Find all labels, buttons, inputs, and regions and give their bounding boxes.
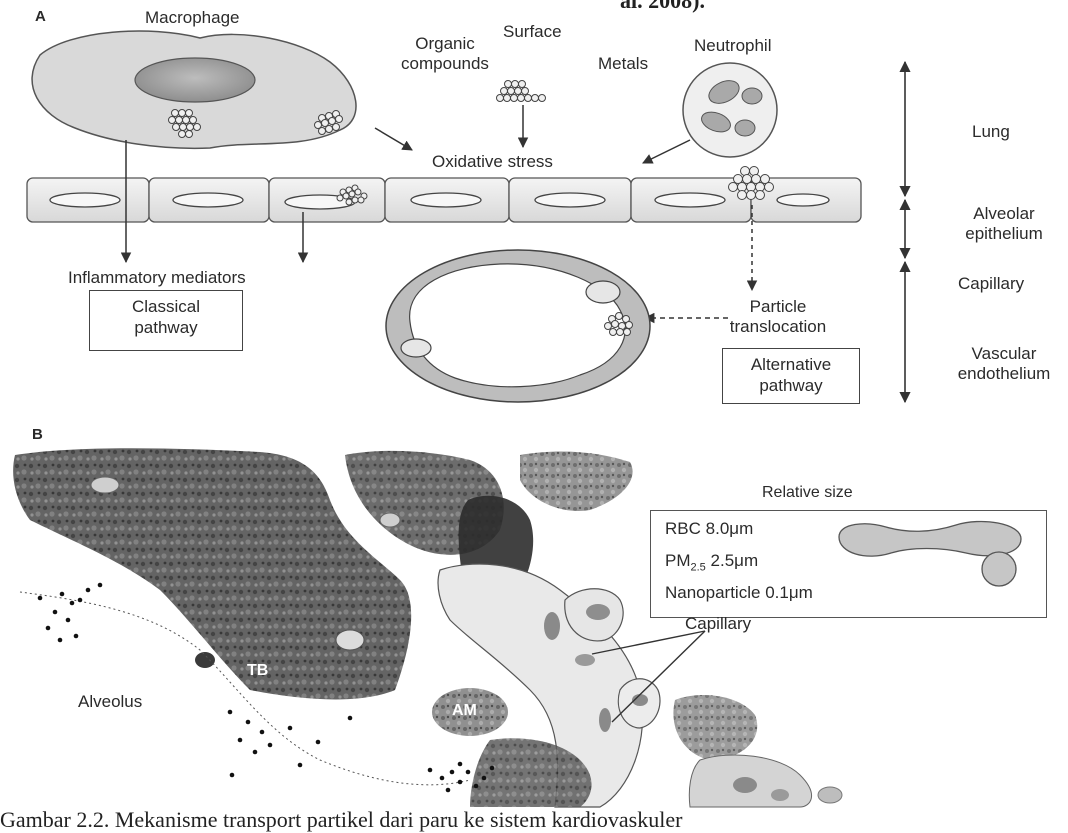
figure-caption: Gambar 2.2. Mekanisme transport partikel… xyxy=(0,807,682,833)
capillary-vessel xyxy=(386,250,650,402)
metals-label: Metals xyxy=(598,54,648,74)
particle-cluster xyxy=(497,81,546,102)
header-fragment: al. 2008). xyxy=(620,0,705,14)
panel-b-label: B xyxy=(32,426,43,443)
neutrophil-cell xyxy=(683,63,777,157)
surface-label: Surface xyxy=(503,22,562,42)
macrophage-nucleus xyxy=(135,58,255,102)
pm25-icon xyxy=(982,552,1016,586)
panel-a-label: A xyxy=(35,8,46,25)
macrophage-label: Macrophage xyxy=(145,8,240,28)
tb-label: TB xyxy=(247,662,268,680)
lung-label: Lung xyxy=(972,122,1010,142)
am-label: AM xyxy=(452,702,477,720)
legend-title: Relative size xyxy=(762,484,853,502)
capillary-scale-label: Capillary xyxy=(958,274,1024,294)
rbc-icon xyxy=(839,521,1021,556)
arrow-neutrophil-to-stress xyxy=(643,140,690,163)
neutrophil-label: Neutrophil xyxy=(694,36,772,56)
capillary-micrograph-label: Capillary xyxy=(685,614,751,634)
micrograph-image xyxy=(10,446,1068,807)
legend-shapes xyxy=(651,511,1048,619)
alveolus-label: Alveolus xyxy=(78,692,142,712)
relative-size-legend: RBC 8.0μm PM2.5 2.5μm Nanoparticle 0.1μm xyxy=(650,510,1047,618)
inflammatory-mediators-label: Inflammatory mediators xyxy=(68,268,246,288)
arrow-macrophage-to-stress xyxy=(375,128,412,150)
oxidative-stress-label: Oxidative stress xyxy=(432,152,553,172)
